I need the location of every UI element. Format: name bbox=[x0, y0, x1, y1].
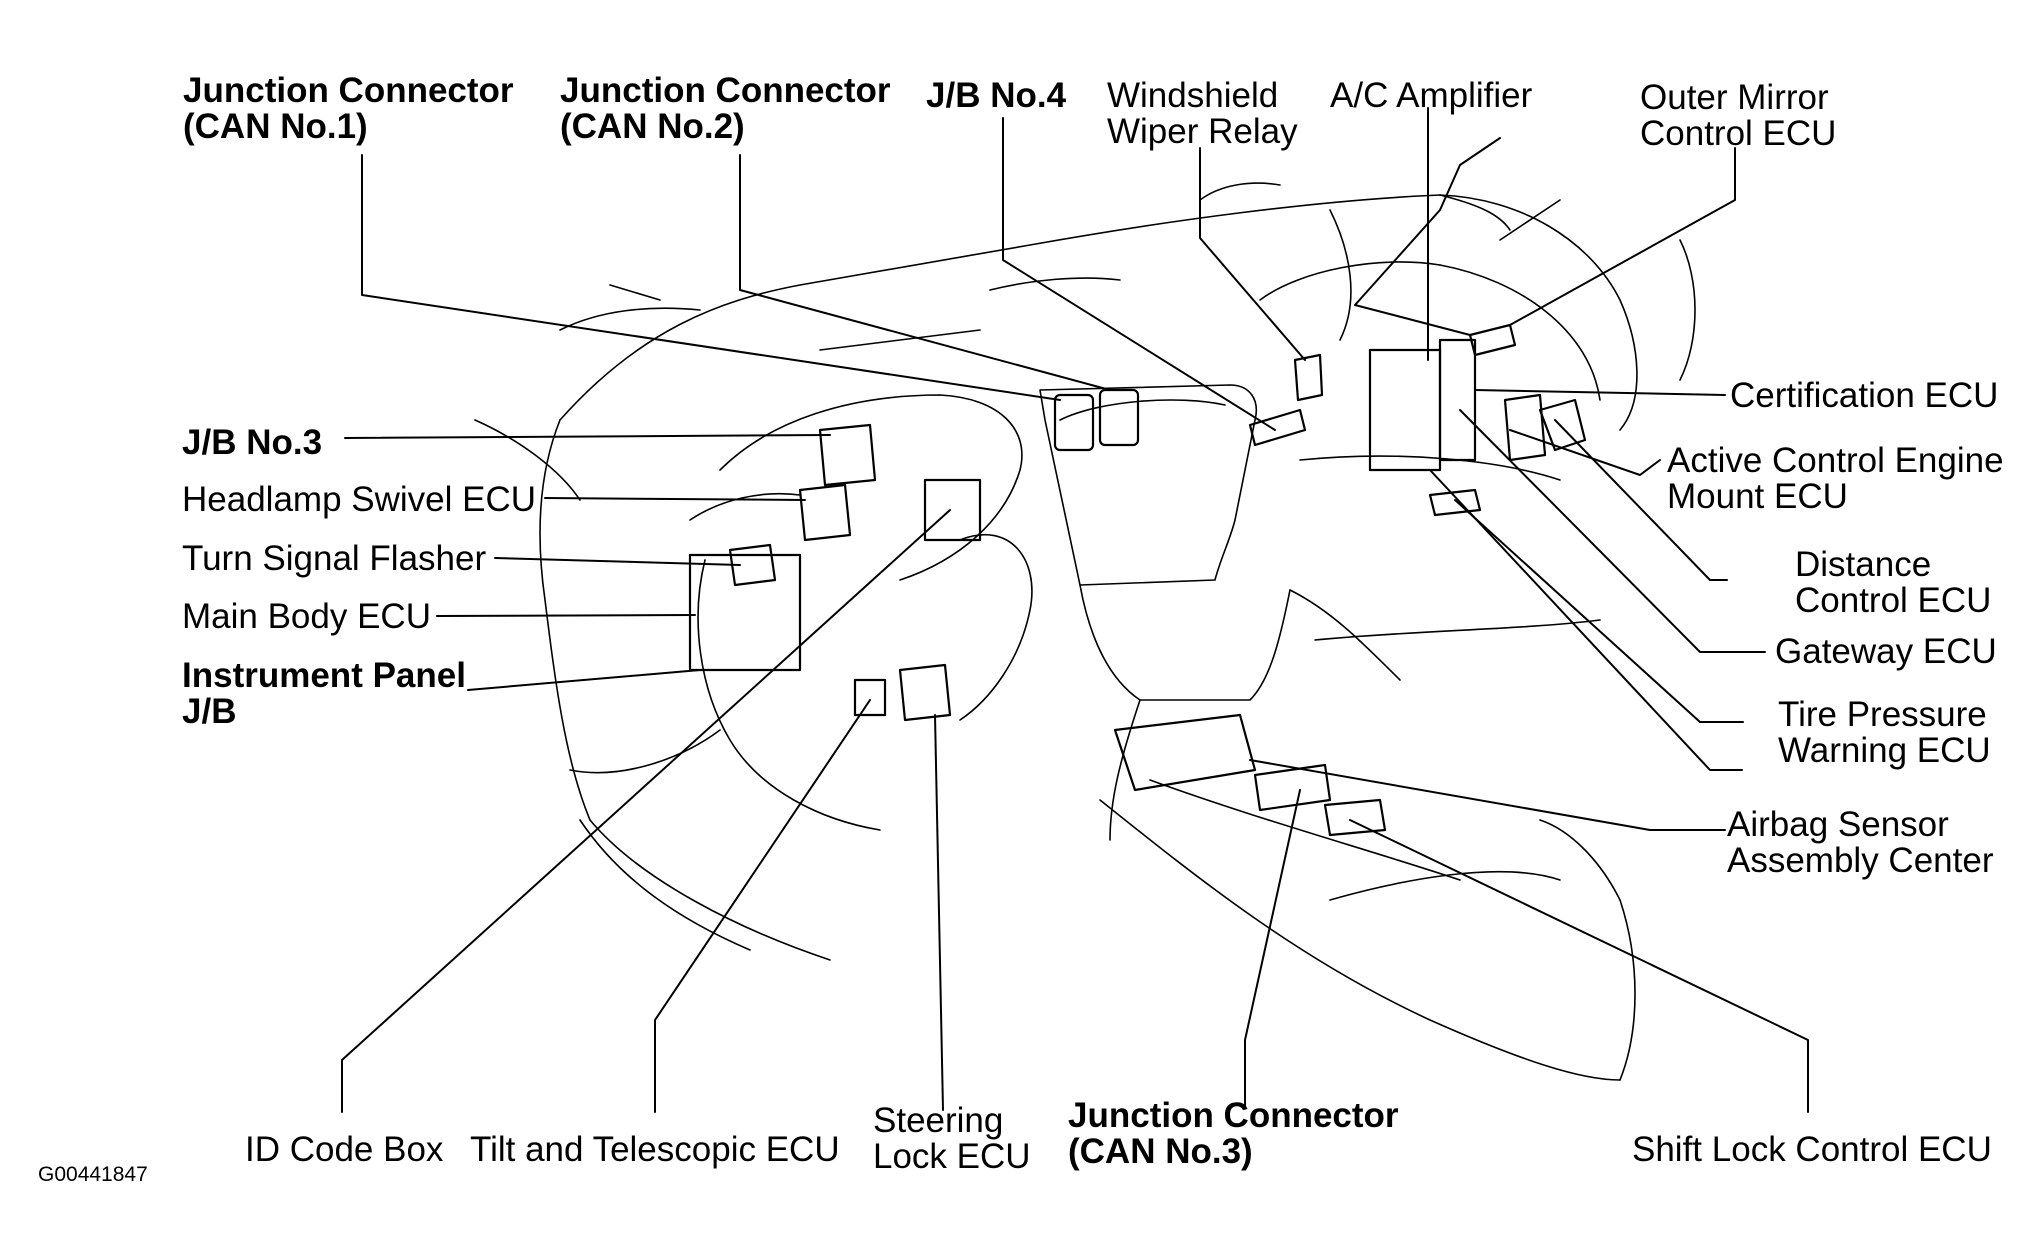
jb3-block bbox=[818, 423, 877, 487]
steering-lock-ecu bbox=[898, 663, 952, 722]
label-ac-amplifier: A/C Amplifier bbox=[1330, 76, 1533, 115]
label-line: Control ECU bbox=[1795, 581, 1992, 620]
label-line: Warning ECU bbox=[1778, 731, 1991, 770]
label-line: Instrument Panel bbox=[182, 656, 466, 695]
label-outer-mirror-control-ecu: Outer Mirror Control ECU bbox=[1640, 80, 1836, 152]
active-control-mount-ecu bbox=[1503, 393, 1547, 462]
airbag-sensor-assembly bbox=[1113, 713, 1257, 792]
main-body-ecu bbox=[688, 553, 802, 672]
certification-ecu bbox=[1438, 338, 1477, 462]
tilt-telescopic-ecu bbox=[853, 678, 887, 717]
label-instrument-panel-jb: Instrument Panel J/B bbox=[182, 658, 466, 730]
label-line: (CAN No.3) bbox=[1068, 1132, 1253, 1171]
label-tire-pressure-warning-ecu: Tire Pressure Warning ECU bbox=[1778, 697, 1991, 769]
label-airbag-sensor-assembly-center: Airbag Sensor Assembly Center bbox=[1727, 807, 1993, 879]
turn-signal-flasher bbox=[728, 543, 777, 587]
distance-control-ecu bbox=[1538, 398, 1587, 452]
label-line: J/B bbox=[182, 692, 237, 731]
label-line: Junction Connector bbox=[183, 71, 514, 110]
label-windshield-wiper-relay: Windshield Wiper Relay bbox=[1107, 78, 1298, 150]
label-line: Steering bbox=[873, 1101, 1004, 1140]
label-gateway-ecu: Gateway ECU bbox=[1775, 632, 1997, 671]
label-main-body-ecu: Main Body ECU bbox=[182, 597, 431, 636]
label-line: Airbag Sensor bbox=[1727, 805, 1949, 844]
label-shift-lock-control-ecu: Shift Lock Control ECU bbox=[1632, 1130, 1992, 1169]
label-certification-ecu: Certification ECU bbox=[1730, 376, 1999, 415]
wiper-relay bbox=[1293, 353, 1324, 402]
label-junction-connector-can2: Junction Connector (CAN No.2) bbox=[560, 73, 891, 145]
label-active-control-engine-mount-ecu: Active Control Engine Mount ECU bbox=[1667, 443, 2004, 515]
label-line: Junction Connector bbox=[1068, 1096, 1399, 1135]
label-turn-signal-flasher: Turn Signal Flasher bbox=[182, 539, 487, 578]
diagram-code: G00441847 bbox=[38, 1163, 148, 1186]
label-tilt-telescopic-ecu: Tilt and Telescopic ECU bbox=[470, 1130, 840, 1169]
jc-can1-connector bbox=[1053, 393, 1095, 452]
ac-amplifier bbox=[1368, 348, 1442, 472]
label-line: Wiper Relay bbox=[1107, 112, 1298, 151]
label-line: (CAN No.2) bbox=[560, 107, 745, 146]
label-line: (CAN No.1) bbox=[183, 107, 368, 146]
label-steering-lock-ecu: Steering Lock ECU bbox=[873, 1103, 1031, 1175]
label-line: Tire Pressure bbox=[1778, 695, 1987, 734]
components bbox=[688, 323, 1587, 837]
leader-lines bbox=[341, 107, 1809, 1113]
shift-lock-ecu bbox=[1323, 798, 1387, 837]
label-line: Lock ECU bbox=[873, 1137, 1031, 1176]
label-id-code-box: ID Code Box bbox=[245, 1130, 444, 1169]
label-line: Control ECU bbox=[1640, 114, 1837, 153]
label-line: Outer Mirror bbox=[1640, 78, 1829, 117]
label-line: Distance bbox=[1795, 545, 1932, 584]
outer-mirror-ecu bbox=[1468, 323, 1517, 357]
label-jb-no4: J/B No.4 bbox=[926, 76, 1067, 115]
label-line: Assembly Center bbox=[1727, 841, 1994, 880]
label-line: Windshield bbox=[1107, 76, 1279, 115]
jb4-block bbox=[1248, 408, 1307, 447]
headlamp-swivel-ecu bbox=[798, 483, 852, 542]
dashboard-outline bbox=[474, 182, 1696, 1081]
label-jb-no3: J/B No.3 bbox=[182, 423, 323, 462]
label-junction-connector-can1: Junction Connector (CAN No.1) bbox=[183, 73, 514, 145]
label-line: Mount ECU bbox=[1667, 477, 1848, 516]
label-line: Active Control Engine bbox=[1667, 441, 2004, 480]
label-headlamp-swivel-ecu: Headlamp Swivel ECU bbox=[182, 480, 537, 519]
label-distance-control-ecu: Distance Control ECU bbox=[1795, 547, 1991, 619]
id-code-box bbox=[923, 478, 982, 542]
jc-can2-connector bbox=[1098, 388, 1140, 447]
tire-pressure-ecu bbox=[1428, 488, 1482, 517]
label-junction-connector-can3: Junction Connector (CAN No.3) bbox=[1068, 1098, 1399, 1170]
label-line: Junction Connector bbox=[560, 71, 891, 110]
